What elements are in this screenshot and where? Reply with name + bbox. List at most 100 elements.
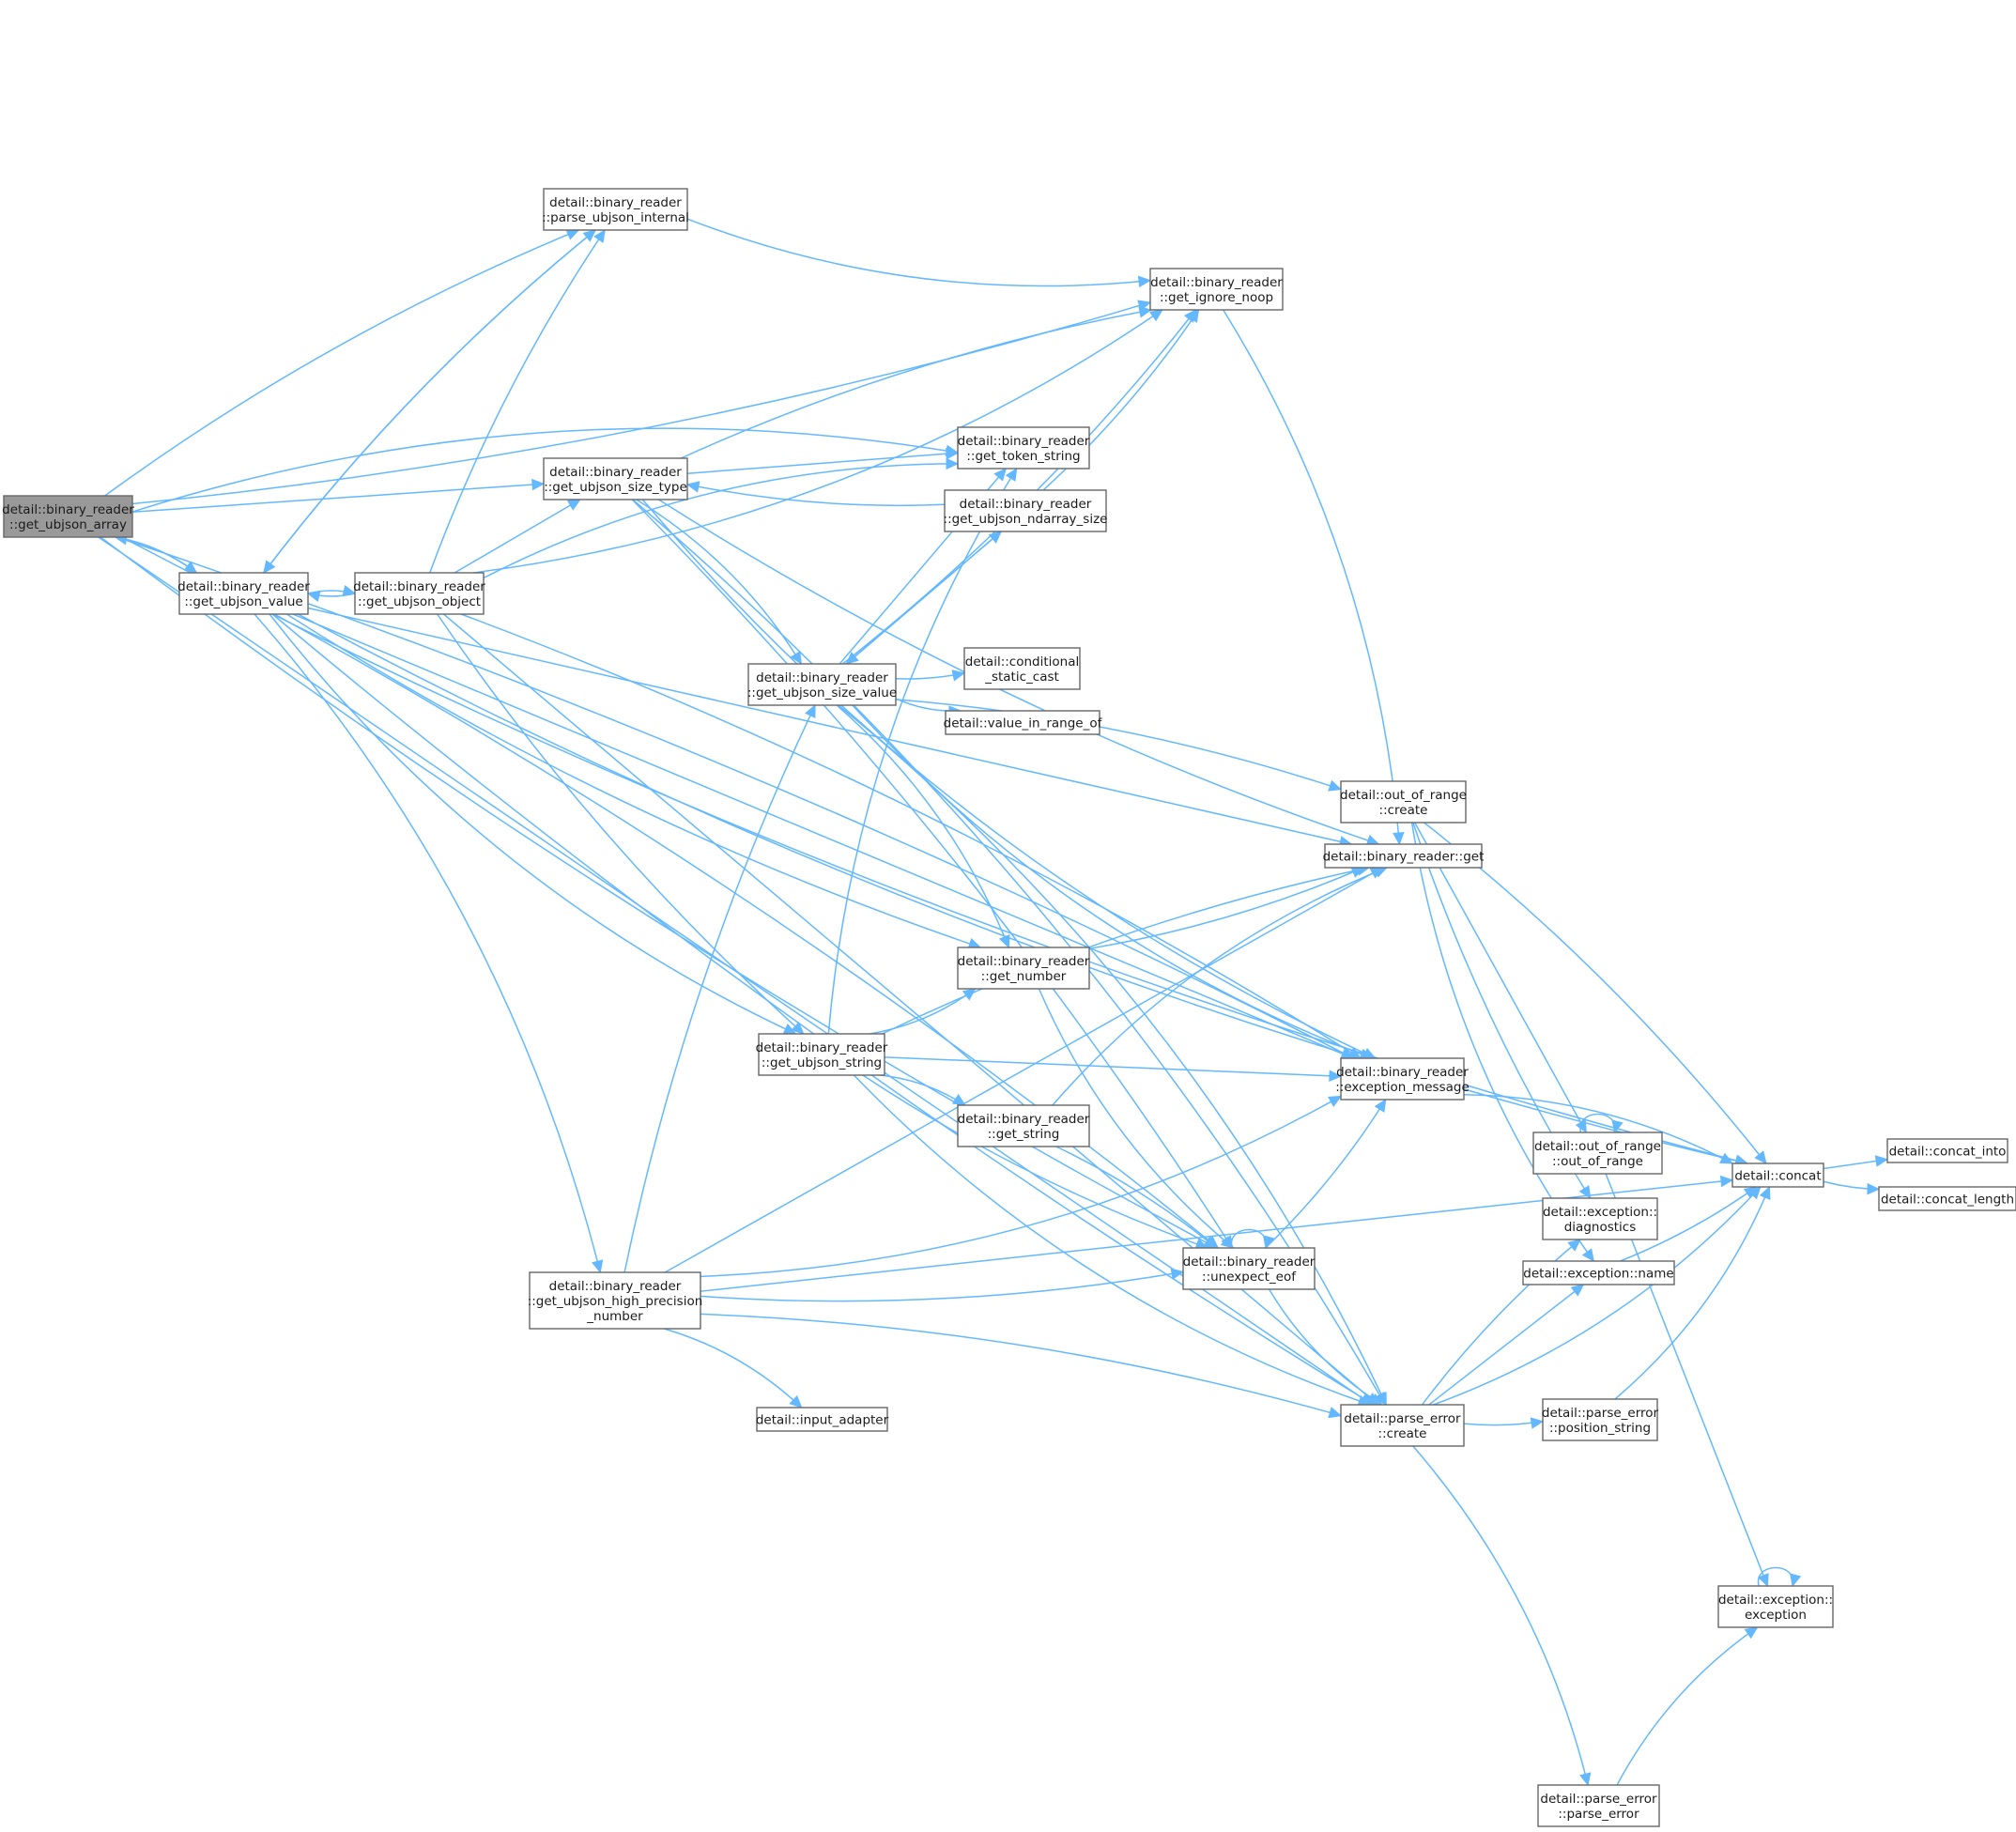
edge-exception-name-to-concat <box>1620 1186 1758 1262</box>
edge-arrowhead <box>1567 1239 1581 1252</box>
edge-line <box>131 483 545 514</box>
edge-line <box>460 613 1362 1059</box>
node-box <box>1182 1247 1316 1290</box>
node-out-of-range-ctor[interactable]: detail::out_of_range::out_of_range <box>1532 1132 1663 1175</box>
node-label-line: detail::binary_reader <box>177 579 310 594</box>
node-label-line: ::get_ignore_noop <box>1160 290 1273 305</box>
edge-concat-to-concat-length <box>1823 1180 1881 1195</box>
edge-exception-message-to-concat <box>1463 1094 1734 1164</box>
node-box <box>1717 1585 1834 1628</box>
node-get-ubjson-string[interactable]: detail::binary_reader::get_ubjson_string <box>756 1033 888 1076</box>
edge-line <box>664 1328 803 1409</box>
node-box <box>354 572 485 615</box>
edge-arrowhead <box>1719 1175 1734 1188</box>
node-parse-ubjson-internal[interactable]: detail::binary_reader::parse_ubjson_inte… <box>542 188 689 231</box>
edge-arrowhead <box>592 1259 604 1274</box>
node-label-line: detail::input_adapter <box>756 1413 889 1428</box>
node-get-string[interactable]: detail::binary_reader::get_string <box>957 1104 1090 1147</box>
edge-arrowhead <box>845 652 859 665</box>
node-get-ubjson-size-value[interactable]: detail::binary_reader::get_ubjson_size_v… <box>747 663 897 706</box>
edge-arrowhead <box>791 1021 805 1035</box>
edge-get-ubjson-size-type-to-get-ignore-noop <box>680 306 1152 459</box>
node-label-line: detail::binary_reader <box>549 195 682 210</box>
edge-line <box>1433 1186 1762 1406</box>
edge-line <box>841 309 1197 665</box>
node-get[interactable]: detail::binary_reader::get <box>1323 843 1485 869</box>
node-get-token-string[interactable]: detail::binary_reader::get_token_string <box>957 426 1090 470</box>
edge-line <box>1463 1094 1733 1164</box>
node-unexpect-eof[interactable]: detail::binary_reader::unexpect_eof <box>1182 1247 1316 1290</box>
node-exception-message[interactable]: detail::binary_reader::exception_message <box>1335 1057 1470 1101</box>
node-get-ubjson-ndarray-size[interactable]: detail::binary_reader::get_ubjson_ndarra… <box>944 489 1108 532</box>
node-box <box>1340 1057 1465 1101</box>
node-get-ubjson-value[interactable]: detail::binary_reader::get_ubjson_value <box>177 572 310 615</box>
node-label-line: detail::conditional <box>965 654 1079 670</box>
node-get-ignore-noop[interactable]: detail::binary_reader::get_ignore_noop <box>1149 268 1284 311</box>
edge-line <box>1412 1445 1589 1786</box>
node-exception-name[interactable]: detail::exception::name <box>1522 1260 1675 1285</box>
edge-get-ubjson-string-to-parse-error-create <box>853 1074 1372 1407</box>
edge-arrowhead <box>593 229 606 243</box>
node-input-adapter[interactable]: detail::input_adapter <box>756 1407 889 1432</box>
edge-line <box>700 1178 1733 1292</box>
edge-line <box>1088 867 1364 950</box>
edge-line <box>852 704 1373 1059</box>
node-concat-length[interactable]: detail::concat_length <box>1878 1186 2016 1211</box>
edge-line <box>845 531 1002 665</box>
edge-line <box>454 499 581 574</box>
node-parse-error-create[interactable]: detail::parse_error::create <box>1340 1404 1465 1447</box>
node-parse-error-ctor[interactable]: detail::parse_error::parse_error <box>1537 1784 1660 1827</box>
edge-line <box>827 468 1018 1035</box>
edge-line <box>1614 1186 1771 1400</box>
edge-get-number-to-unexpect-eof <box>1038 988 1235 1249</box>
node-concat-into[interactable]: detail::concat_into <box>1886 1138 2008 1163</box>
edge-arrowhead <box>1790 1573 1802 1588</box>
node-get-ubjson-high-precision-number[interactable]: detail::binary_reader::get_ubjson_high_p… <box>528 1271 703 1330</box>
node-position-string[interactable]: detail::parse_error::position_string <box>1542 1398 1659 1441</box>
node-exception-ctor[interactable]: detail::exception::exception <box>1717 1585 1834 1628</box>
edge-arrowhead <box>946 457 960 470</box>
edge-arrowhead <box>1754 1150 1767 1164</box>
edge-get-ubjson-object-to-get-token-string <box>483 457 960 579</box>
node-get-ubjson-array[interactable]: detail::binary_reader::get_ubjson_array <box>2 495 134 538</box>
edge-unexpect-eof-to-parse-error-create <box>1268 1288 1383 1406</box>
edge-get-ubjson-array-to-get-ubjson-size-type <box>131 478 546 514</box>
edge-parse-error-create-to-position-string <box>1463 1417 1545 1429</box>
node-conditional-static-cast[interactable]: detail::conditional_static_cast <box>963 647 1081 690</box>
edge-get-ubjson-array-to-concat <box>121 536 1749 1166</box>
node-get-ubjson-object[interactable]: detail::binary_reader::get_ubjson_object <box>353 572 485 615</box>
edge-arrowhead <box>263 560 276 574</box>
node-get-number[interactable]: detail::binary_reader::get_number <box>957 947 1090 990</box>
edge-arrowhead <box>1867 1182 1881 1195</box>
node-value-in-range-of[interactable]: detail::value_in_range_of <box>944 710 1103 735</box>
node-label-line: detail::binary_reader <box>960 497 1092 512</box>
node-box <box>957 1104 1090 1147</box>
edge-line <box>263 229 596 574</box>
node-out-of-range-create[interactable]: detail::out_of_range::create <box>1340 780 1467 824</box>
node-label-line: detail::binary_reader <box>353 579 485 594</box>
edge-arrowhead <box>566 499 581 511</box>
edge-get-ubjson-value-to-unexpect-eof <box>273 613 1220 1249</box>
edge-parse-ubjson-internal-to-get-ubjson-value <box>263 229 596 574</box>
node-label-line: detail::binary_reader <box>2 502 134 517</box>
node-box <box>756 1407 888 1432</box>
edge-line <box>437 613 805 1035</box>
node-exception-diagnostics[interactable]: detail::exception::diagnostics <box>1542 1197 1658 1240</box>
edge-arrowhead <box>1579 1772 1592 1787</box>
edge-line <box>1463 1420 1544 1426</box>
node-label-line: detail::out_of_range <box>1534 1139 1661 1154</box>
edge-get-number-to-get <box>1088 867 1365 950</box>
node-label-line: detail::value_in_range_of <box>944 716 1103 731</box>
edge-get-ubjson-size-type-to-get-token-string <box>686 448 960 474</box>
edge-line <box>838 704 1387 1406</box>
node-label-line: detail::binary_reader <box>756 1040 888 1055</box>
node-box <box>1542 1197 1658 1240</box>
edge-arrowhead <box>1328 1095 1343 1108</box>
node-get-ubjson-size-type[interactable]: detail::binary_reader::get_ubjson_size_t… <box>543 457 688 500</box>
edge-get-ubjson-size-value-to-exception-message <box>852 704 1374 1060</box>
node-concat[interactable]: detail::concat <box>1731 1162 1824 1188</box>
node-label-line: ::parse_ubjson_internal <box>542 210 689 225</box>
node-label-line: detail::exception::name <box>1523 1267 1673 1282</box>
edge-unexpect-eof-to-unexpect-eof <box>1230 1228 1275 1250</box>
node-label-line: ::get_token_string <box>966 449 1080 464</box>
